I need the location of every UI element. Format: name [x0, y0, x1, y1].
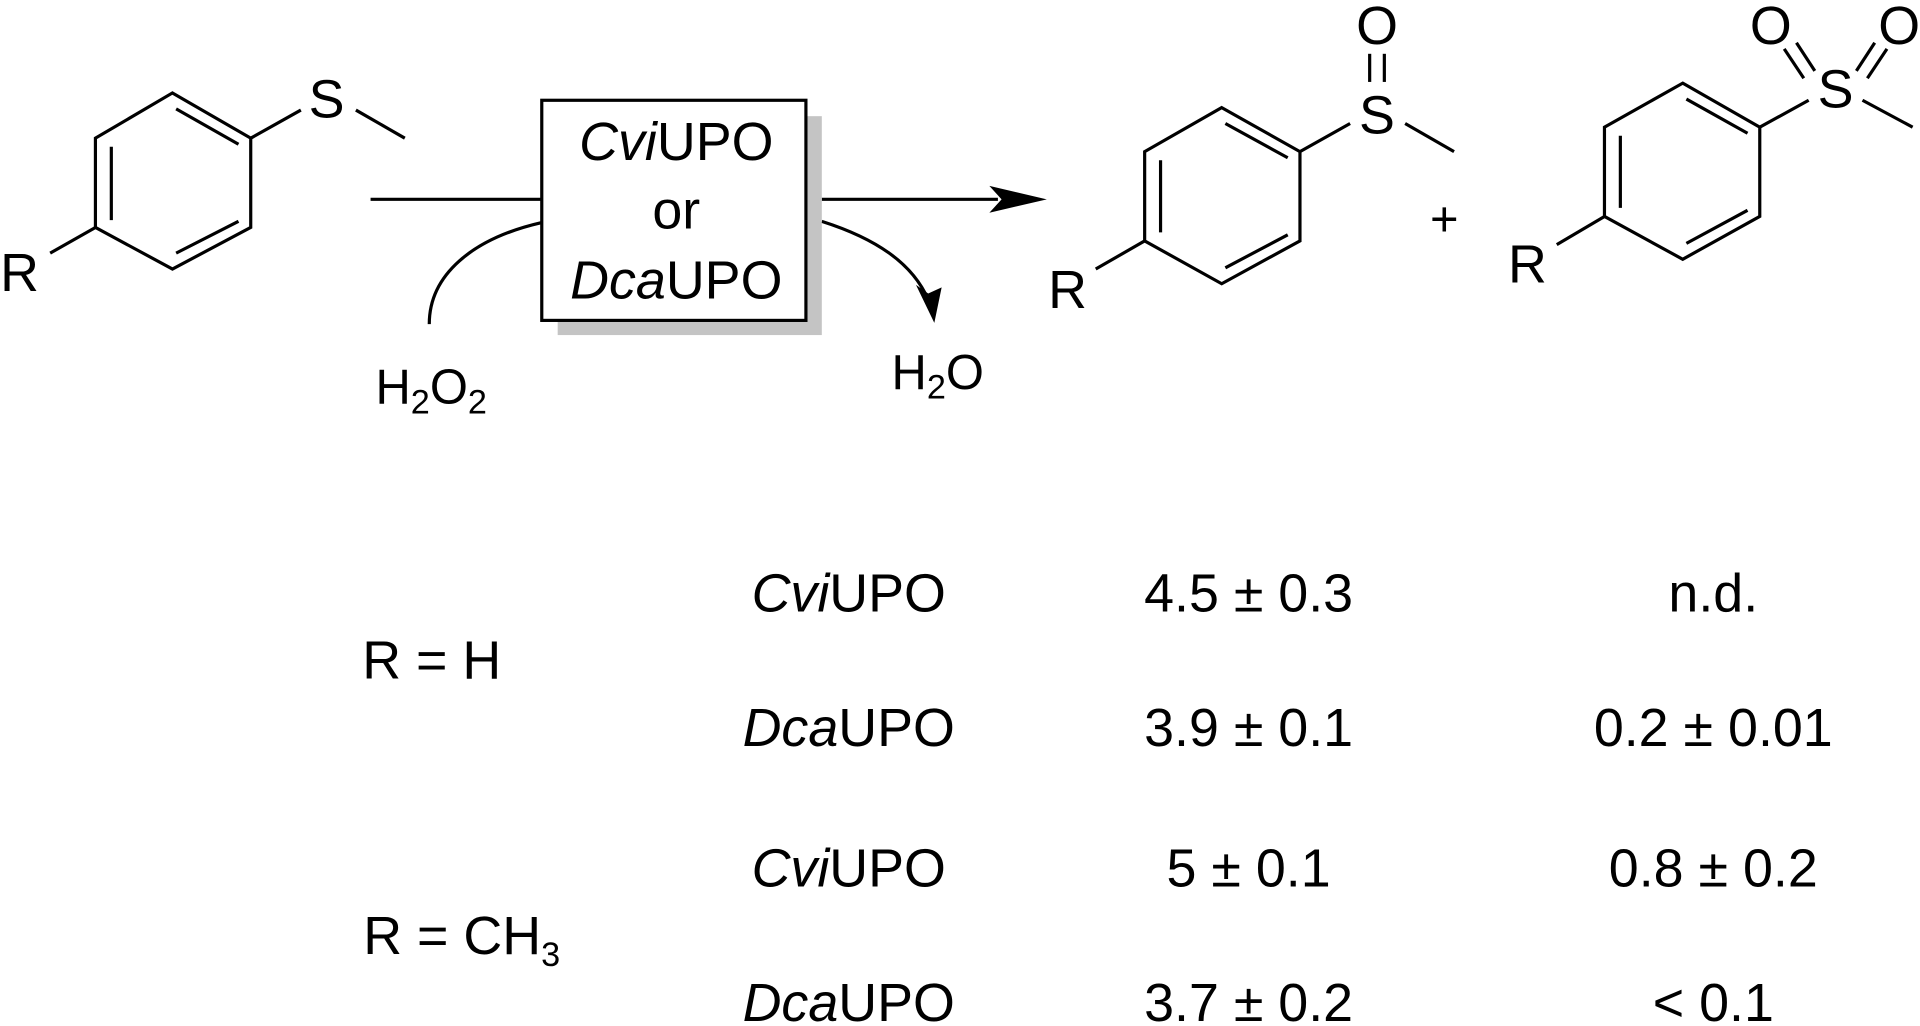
- h2o-curved-arrow: [821, 219, 930, 301]
- sulfoxide-cell: 4.5 ± 0.3: [1144, 563, 1353, 623]
- sulfoxide-cell: 3.9 ± 0.1: [1144, 698, 1353, 758]
- r-label: R: [0, 243, 39, 303]
- results-table: R = H CviUPO 4.5 ± 0.3 n.d. DcaUPO 3.9 ±…: [362, 563, 1833, 1026]
- oxygen-label: O: [1750, 0, 1792, 56]
- enzyme-cviupo-label: CviUPO: [579, 112, 773, 172]
- enzyme-cell: CviUPO: [752, 563, 946, 623]
- sulfone-cell: n.d.: [1668, 563, 1758, 623]
- arrowhead-icon: [989, 185, 1047, 213]
- group-label-r-h: R = H: [362, 631, 501, 691]
- enzyme-cell: DcaUPO: [743, 973, 955, 1026]
- sulfone-cell: 0.2 ± 0.01: [1594, 698, 1833, 758]
- h2o2-curved-arrow: [427, 221, 543, 325]
- oxygen-label: O: [1878, 0, 1920, 56]
- enzyme-cell: CviUPO: [752, 839, 946, 899]
- sulfur-label: S: [309, 69, 345, 129]
- sulfoxide-cell: 3.7 ± 0.2: [1144, 973, 1353, 1026]
- benzene-ring: [1602, 81, 1762, 262]
- plus-sign: +: [1430, 193, 1459, 247]
- group-label-r-ch3: R = CH3: [363, 906, 560, 974]
- sulfone-cell: < 0.1: [1653, 973, 1774, 1026]
- product-sulfone: S O O R: [1508, 0, 1920, 294]
- sulfone-cell: 0.8 ± 0.2: [1609, 839, 1818, 899]
- or-label: or: [652, 181, 700, 241]
- benzene-ring: [1143, 105, 1302, 286]
- arrowhead-icon: [915, 284, 942, 323]
- s-methyl-bond: [355, 108, 406, 140]
- r-label: R: [1048, 260, 1087, 320]
- enzyme-box: CviUPO or DcaUPO: [540, 98, 822, 336]
- reactant-thioanisole: S R: [0, 69, 406, 303]
- sulfur-label: S: [1359, 85, 1395, 145]
- benzene-ring: [93, 91, 253, 271]
- sulfur-label: S: [1818, 60, 1854, 120]
- c-s-bond: [249, 108, 302, 140]
- sulfoxide-cell: 5 ± 0.1: [1167, 839, 1331, 899]
- product-sulfoxide: S O R: [1048, 0, 1455, 320]
- h2o2-label: H2O2: [375, 361, 486, 422]
- enzyme-cell: DcaUPO: [743, 698, 955, 758]
- h2o-label: H2O: [892, 346, 984, 407]
- enzyme-dcaupo-label: DcaUPO: [570, 250, 782, 310]
- reaction-arrow: [370, 185, 1047, 325]
- oxygen-label: O: [1356, 0, 1398, 56]
- r-label: R: [1508, 234, 1547, 294]
